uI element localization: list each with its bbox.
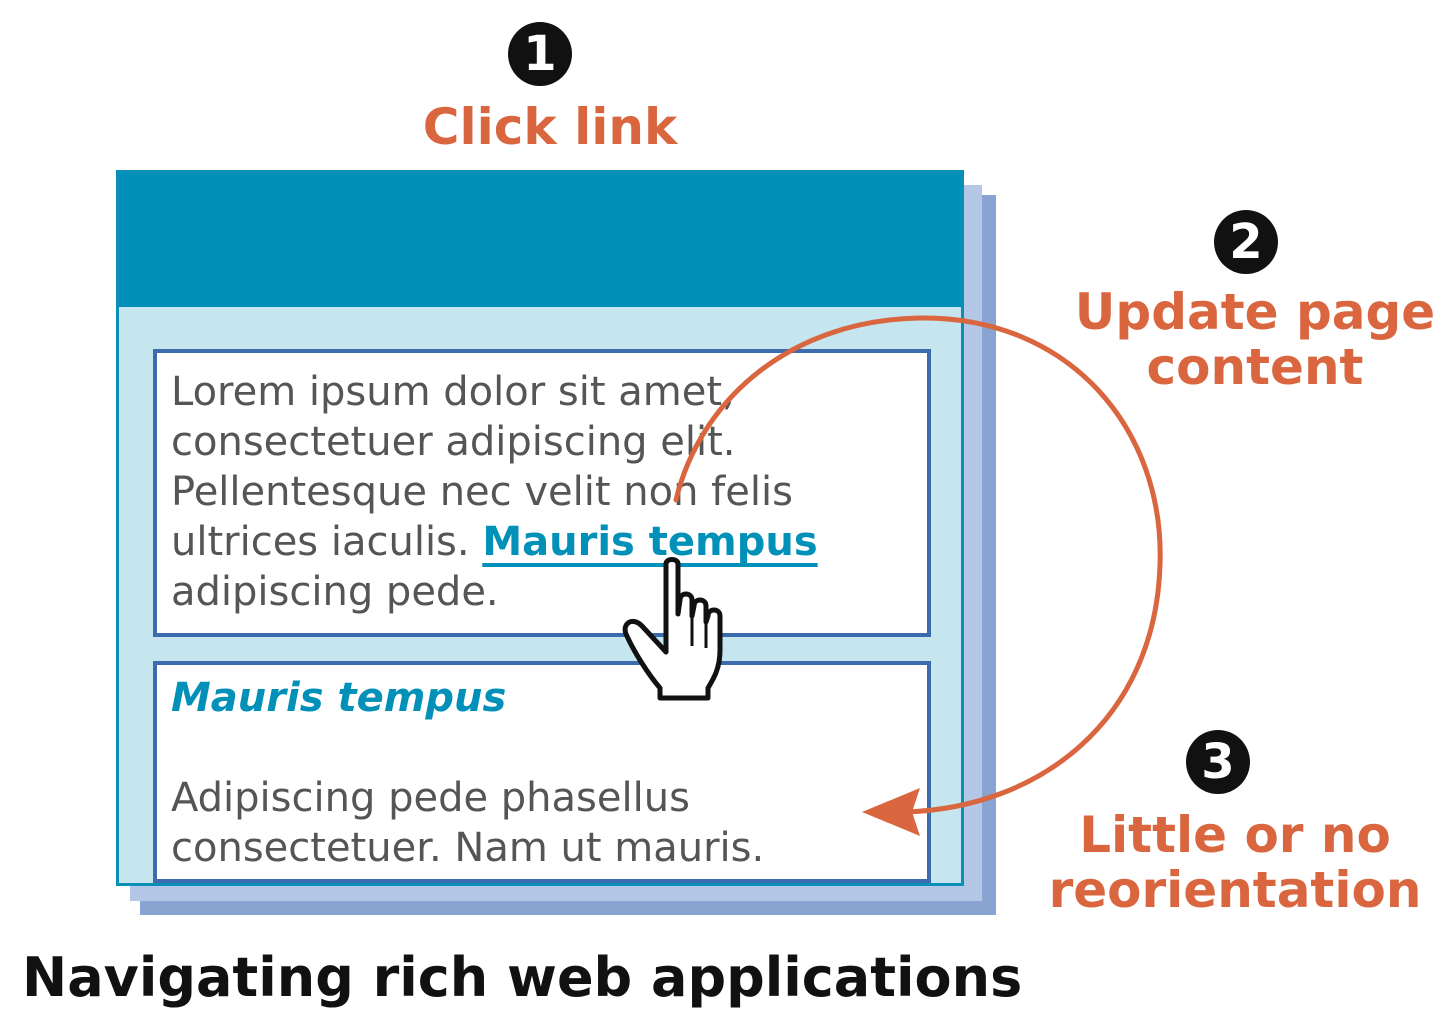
step-2-number: 2 — [1214, 210, 1278, 274]
content-panel-top: Lorem ipsum dolor sit amet, consectetuer… — [153, 349, 931, 637]
step-3-label: Little or no reorientation — [1048, 806, 1422, 919]
paragraph: Lorem ipsum dolor sit amet, consectetuer… — [171, 367, 919, 617]
section-body: Adipiscing pede phasellus consectetuer. … — [171, 775, 765, 871]
figure-caption: Navigating rich web applications — [22, 946, 1023, 1009]
step-1-label: Click link — [422, 98, 678, 156]
section-heading: Mauris tempus — [171, 675, 507, 721]
paragraph-text-end: adipiscing pede. — [171, 569, 499, 615]
browser-window: Lorem ipsum dolor sit amet, consectetuer… — [116, 170, 964, 886]
step-1-number: 1 — [508, 22, 572, 86]
step-3-number: 3 — [1186, 730, 1250, 794]
mauris-tempus-link[interactable]: Mauris tempus — [482, 519, 818, 565]
content-panel-bottom: Mauris tempus Adipiscing pede phasellus … — [153, 661, 931, 883]
step-2-label: Update page content — [1074, 283, 1436, 396]
window-header — [119, 173, 961, 307]
paragraph-text: Lorem ipsum dolor sit amet, consectetuer… — [171, 369, 793, 565]
